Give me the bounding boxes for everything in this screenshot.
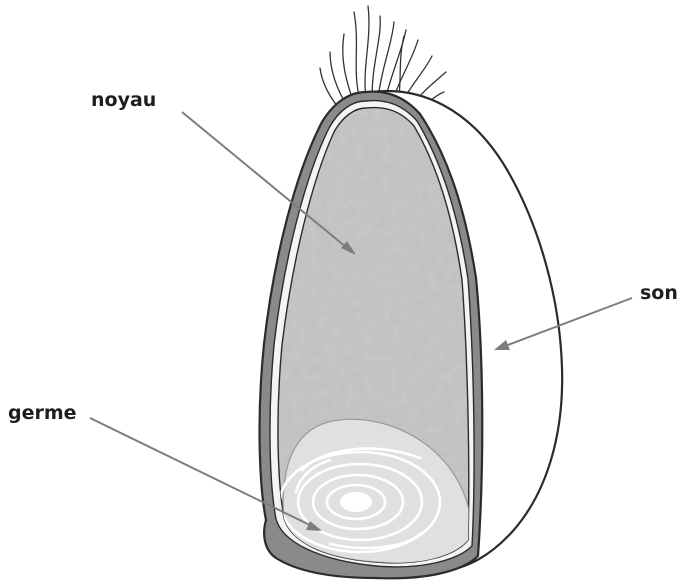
label-son: son bbox=[640, 282, 678, 304]
label-germe: germe bbox=[8, 402, 77, 424]
label-noyau: noyau bbox=[91, 89, 156, 111]
